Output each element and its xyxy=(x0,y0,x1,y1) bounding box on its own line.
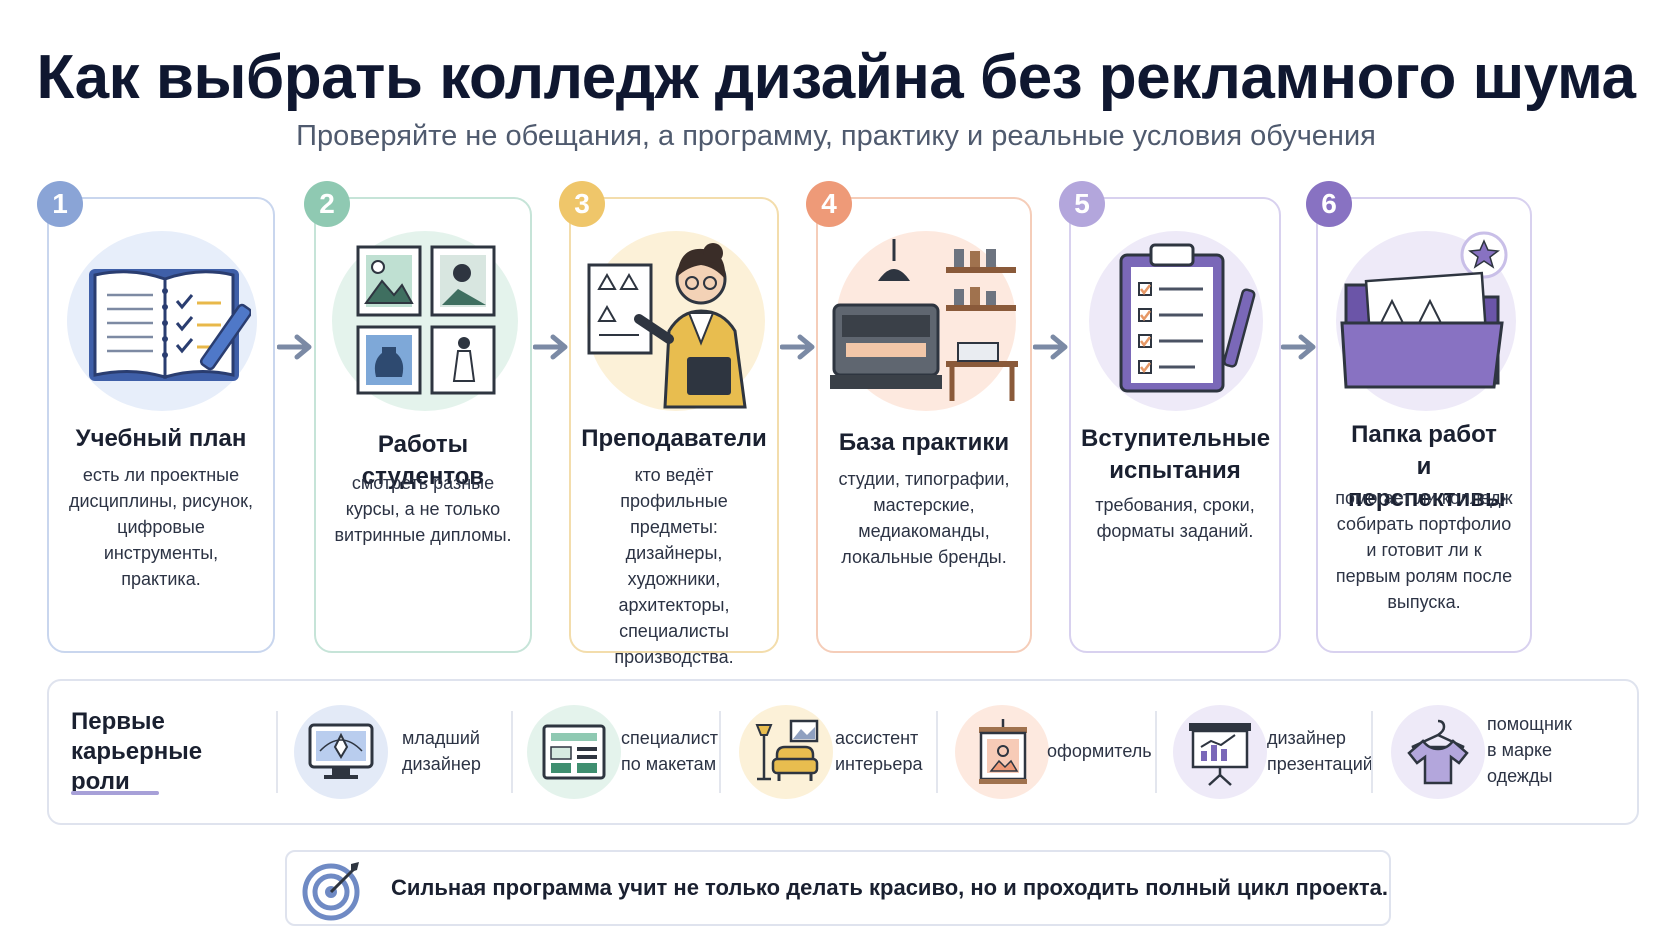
step-description: кто ведёт профильные предметы: дизайнеры… xyxy=(614,465,734,667)
divider xyxy=(719,711,721,793)
clipboard-checklist-icon xyxy=(1119,243,1256,393)
arrow-right-icon xyxy=(533,334,568,360)
arrow-right-icon xyxy=(1281,334,1316,360)
armchair-lamp-icon xyxy=(755,719,819,781)
career-role-label: оформитель xyxy=(1047,741,1152,761)
step-card-student-works: 2 Работы студентов смотреть разные курсы… xyxy=(304,181,532,653)
printer-workshop-icon xyxy=(830,239,1018,401)
step-number-badge: 2 xyxy=(304,181,350,227)
poster-frame-icon xyxy=(979,719,1027,784)
presentation-board-icon xyxy=(1189,723,1251,786)
title-underline xyxy=(71,791,159,795)
divider xyxy=(1371,711,1373,793)
tshirt-hanger-icon xyxy=(1407,719,1469,785)
career-roles-panel: Первые карьерные роли младший дизайнер с… xyxy=(47,679,1639,825)
step-description: студии, типографии, мастерские, медиаком… xyxy=(838,469,1010,567)
portfolio-folder-icon xyxy=(1340,231,1508,389)
career-role-decorator: оформитель xyxy=(955,681,1155,823)
step-card-practice-base: 4 База практики студии, типографии, маст… xyxy=(806,181,1032,653)
arrow-right-icon xyxy=(1033,334,1068,360)
target-arrow-icon xyxy=(302,862,360,921)
career-role-presentation-designer: дизайнер презентаций xyxy=(1173,681,1383,823)
step-title: База практики xyxy=(838,429,1010,456)
teacher-icon xyxy=(587,243,747,409)
step-card-curriculum: 1 Учебный план есть ли проектные дисципл… xyxy=(37,181,275,653)
career-role-label: ассистент интерьера xyxy=(835,728,923,774)
divider xyxy=(276,711,278,793)
step-title: Папка работ и перспективы xyxy=(1348,421,1506,512)
career-roles-title: Первые карьерные роли xyxy=(71,708,203,795)
student-works-gallery-icon xyxy=(356,245,496,395)
step-description: помогает ли колледж собирать портфолио и… xyxy=(1335,488,1513,612)
step-number-badge: 5 xyxy=(1059,181,1105,227)
notebook-checklist-icon xyxy=(89,269,251,381)
divider xyxy=(1155,711,1157,793)
step-number-badge: 4 xyxy=(806,181,852,227)
career-role-label: младший дизайнер xyxy=(402,728,481,774)
career-role-junior-designer: младший дизайнер xyxy=(294,681,494,823)
career-role-label: дизайнер презентаций xyxy=(1267,728,1373,774)
monitor-pen-tool-icon xyxy=(308,723,374,779)
arrow-right-icon xyxy=(780,334,815,360)
key-takeaway-banner: Сильная программа учит не только делать … xyxy=(285,850,1391,926)
step-description: смотреть разные курсы, а не только витри… xyxy=(334,473,512,545)
step-description: есть ли проектные дисциплины, рисунок, ц… xyxy=(69,465,253,589)
step-number-badge: 3 xyxy=(559,181,605,227)
page-subtitle: Проверяйте не обещания, а программу, пра… xyxy=(296,120,1376,152)
step-number-badge: 6 xyxy=(1306,181,1352,227)
career-role-label: специалист по макетам xyxy=(621,728,718,774)
arrow-right-icon xyxy=(277,334,312,360)
career-role-label: помощник в марке одежды xyxy=(1487,714,1572,786)
step-title: Преподаватели xyxy=(581,425,767,452)
step-card-teachers: 3 Преподаватели кто ведёт профильные пре… xyxy=(559,181,779,667)
layout-mockup-icon xyxy=(542,724,606,780)
step-card-entrance-exams: 5 Вступительные испытания требования, ср… xyxy=(1059,181,1281,653)
career-role-interior-assistant: ассистент интерьера xyxy=(739,681,939,823)
step-number-badge: 1 xyxy=(37,181,83,227)
step-title: Работы студентов xyxy=(361,431,485,490)
career-role-layout-specialist: специалист по макетам xyxy=(527,681,727,823)
divider xyxy=(936,711,938,793)
step-card-portfolio: 6 Папка работ и перспективы помогает ли … xyxy=(1306,181,1532,653)
career-role-clothing-brand-assistant: помощник в марке одежды xyxy=(1391,681,1631,823)
step-description: требования, сроки, форматы заданий. xyxy=(1095,495,1255,541)
divider xyxy=(511,711,513,793)
key-takeaway-text: Сильная программа учит не только делать … xyxy=(391,875,1389,900)
page-title: Как выбрать колледж дизайна без рекламно… xyxy=(36,43,1636,112)
step-title: Учебный план xyxy=(75,425,247,452)
step-title: Вступительные испытания xyxy=(1081,425,1271,484)
